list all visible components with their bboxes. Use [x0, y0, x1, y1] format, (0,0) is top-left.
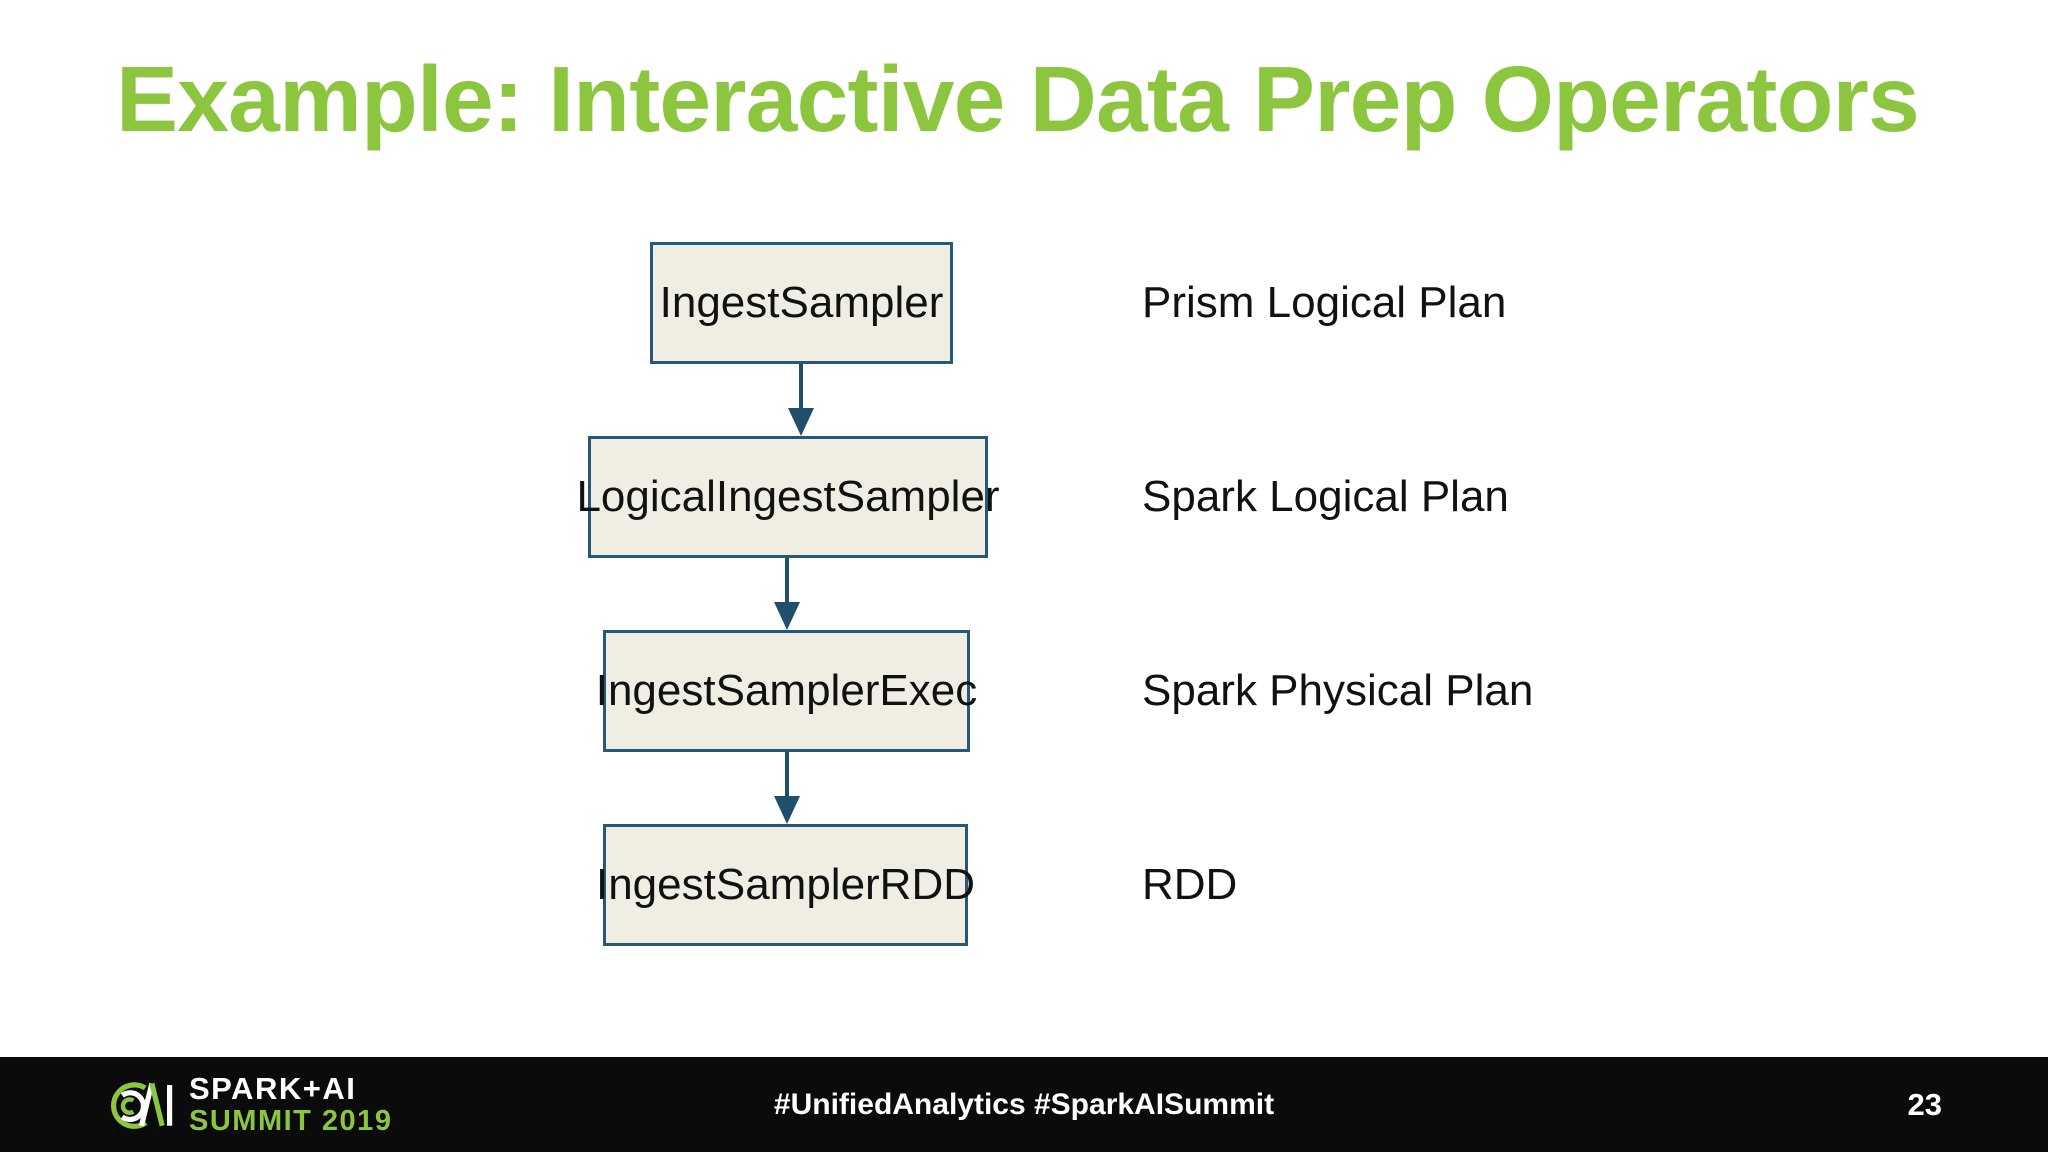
logo-text-summit-2019: SUMMIT 2019 — [189, 1104, 393, 1137]
logo-text-spark-ai: SPARK+AI — [189, 1071, 357, 1107]
node-ingest-sampler-exec: IngestSamplerExec — [596, 630, 977, 752]
node-label: IngestSampler — [659, 278, 944, 327]
node-ingest-sampler: IngestSampler — [650, 242, 953, 364]
spark-ai-summit-logo: SPARK+AI SUMMIT 2019 — [103, 1069, 392, 1141]
arrow-down-icon — [788, 364, 814, 436]
slide-title: Example: Interactive Data Prep Operators — [116, 47, 1920, 151]
annotation-rdd: RDD — [1142, 860, 1238, 909]
page-number: 23 — [1907, 1086, 1942, 1122]
node-label: LogicalIngestSampler — [576, 472, 1000, 521]
annotation-prism-logical-plan: Prism Logical Plan — [1142, 278, 1507, 327]
arrow-down-icon — [774, 752, 800, 824]
annotation-spark-physical-plan: Spark Physical Plan — [1142, 666, 1534, 715]
logo-text: SPARK+AI SUMMIT 2019 — [189, 1072, 392, 1137]
arrow-down-icon — [774, 558, 800, 630]
node-label: IngestSamplerRDD — [595, 860, 976, 909]
footer-bar: SPARK+AI SUMMIT 2019 #UnifiedAnalytics #… — [0, 1057, 2048, 1152]
footer-hashtags: #UnifiedAnalytics #SparkAISummit — [773, 1087, 1275, 1121]
annotation-spark-logical-plan: Spark Logical Plan — [1142, 472, 1509, 521]
node-label: IngestSamplerExec — [595, 666, 978, 715]
node-ingest-sampler-rdd: IngestSamplerRDD — [596, 824, 975, 946]
node-logical-ingest-sampler: LogicalIngestSampler — [576, 436, 1000, 558]
spark-ai-summit-logo-icon — [110, 1081, 173, 1129]
